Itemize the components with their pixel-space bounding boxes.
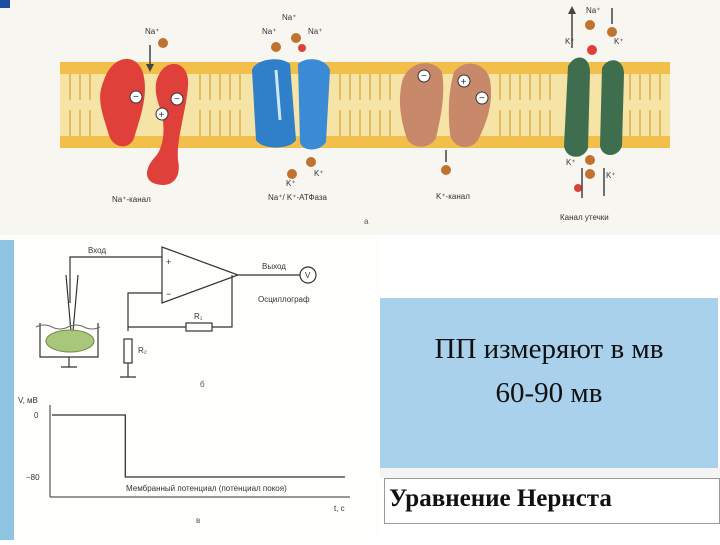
panel-letter-b: б — [200, 380, 205, 389]
y-tick-zero: 0 — [34, 411, 39, 420]
ground-wire — [120, 363, 136, 378]
sodium-ion-label: Na⁺ — [145, 27, 159, 36]
r2-label: R₂ — [138, 346, 147, 355]
positive-charge-sign: + — [159, 110, 165, 121]
feedback-return-wire — [212, 275, 233, 328]
sodium-potassium-pump: Na⁺ Na⁺ Na⁺ K⁺ K⁺ Na⁺/ K⁺-АТФаза — [252, 13, 330, 202]
negative-charge-sign: − — [421, 71, 427, 82]
resistor-r1 — [185, 322, 213, 332]
potassium-ion-icon — [607, 27, 617, 37]
sodium-channel-caption: Na⁺-канал — [112, 195, 151, 204]
nernst-equation-title: Уравнение Нернста — [389, 485, 612, 512]
y-axis-label: V, мВ — [18, 396, 38, 405]
potassium-ion-label: K⁺ — [566, 158, 576, 167]
potassium-ion-icon — [585, 155, 595, 165]
sodium-ion-icon — [291, 33, 301, 43]
leak-channel-caption: Канал утечки — [560, 213, 609, 222]
r1-label: R₁ — [194, 312, 203, 321]
potassium-ion-label: K⁺ — [314, 169, 324, 178]
positive-charge-icon — [155, 107, 169, 121]
potassium-channel-left-subunit — [399, 63, 444, 147]
potassium-channel-caption: K⁺-канал — [436, 192, 470, 201]
corner-mark — [0, 0, 10, 8]
arrowhead-icon — [146, 64, 154, 72]
feedback-wire — [127, 292, 162, 331]
potential-trace — [52, 414, 345, 478]
note-line-1: ПП измеряют в мв — [434, 333, 664, 365]
leak-channel-left-subunit — [564, 57, 590, 157]
membrane-diagram: − + − Na⁺ Na⁺-канал Na⁺ Na⁺ Na⁺ K⁺ K⁺ — [60, 6, 670, 226]
cell-shape — [45, 329, 95, 353]
amplifier-plus: + — [166, 257, 171, 267]
amplifier-triangle — [161, 246, 240, 304]
measurement-circuit-illustration: + − Вход Выход V Осциллограф R₁ R₂ б V, … — [0, 235, 380, 540]
solution-waves — [35, 324, 101, 330]
pump-highlight — [274, 69, 282, 121]
negative-charge-icon — [475, 91, 489, 105]
negative-charge-icon — [417, 69, 431, 83]
negative-charge-sign: − — [133, 92, 139, 103]
outer-head-row — [60, 62, 670, 74]
leak-channel-right-subunit — [600, 60, 624, 155]
negative-charge-icon — [129, 90, 143, 104]
potassium-ion-label: K⁺ — [286, 179, 296, 188]
sodium-channel: − + − Na⁺ Na⁺-канал — [100, 27, 189, 204]
membrane-potential-line — [52, 414, 345, 478]
amplifier-minus: − — [166, 289, 171, 299]
negative-charge-icon — [170, 92, 184, 106]
left-accent-strip — [0, 240, 14, 540]
leak-channel: Na⁺ K⁺ K⁺ K⁺ K⁺ Канал утечки — [560, 6, 624, 222]
potassium-ion-icon — [306, 157, 316, 167]
negative-charge-sign: − — [174, 94, 180, 105]
dish-ground — [61, 357, 77, 368]
voltmeter-symbol: V — [305, 271, 311, 280]
potassium-ion-icon — [287, 169, 297, 179]
lipid-tails — [69, 74, 661, 136]
resistor-r2 — [123, 338, 133, 364]
y-tick-minus-80: −80 — [26, 473, 40, 482]
trace-label: Мембранный потенциал (потенциал покоя) — [126, 484, 287, 493]
x-axis-label: t, с — [334, 504, 345, 513]
potassium-ion-icon — [585, 20, 595, 30]
sodium-ion-label: Na⁺ — [586, 6, 600, 15]
background-strip — [380, 468, 720, 478]
circuit-diagram: + − Вход Выход V Осциллограф R₁ R₂ б V, … — [18, 246, 350, 525]
pump-caption: Na⁺/ K⁺-АТФаза — [268, 193, 328, 202]
potassium-channel: − + − K⁺-канал — [399, 63, 492, 201]
panel-letter-v: в — [196, 516, 200, 525]
potassium-ion-icon — [585, 169, 595, 179]
positive-charge-icon — [457, 74, 471, 88]
potassium-ion-label: K⁺ — [565, 37, 575, 46]
membrane-illustration: − + − Na⁺ Na⁺-канал Na⁺ Na⁺ Na⁺ K⁺ K⁺ — [0, 0, 720, 235]
sodium-ion-label: Na⁺ — [262, 27, 276, 36]
input-wire — [69, 256, 162, 303]
sodium-ion-icon — [158, 38, 168, 48]
sodium-ion-label: Na⁺ — [282, 13, 296, 22]
potassium-ion-icon — [441, 165, 451, 175]
sodium-channel-left-subunit — [100, 58, 145, 147]
panel-letter-a: a — [364, 217, 369, 226]
note-line-2: 60-90 мв — [495, 377, 603, 409]
sodium-ion-label: Na⁺ — [308, 27, 322, 36]
inner-head-row — [60, 136, 670, 148]
sodium-ion-icon — [298, 44, 306, 52]
sodium-ion-icon — [271, 42, 281, 52]
arrowhead-icon — [568, 6, 576, 14]
nernst-equation-box: Уравнение Нернста — [384, 478, 720, 524]
negative-charge-sign: − — [479, 93, 485, 104]
resting-potential-graph: V, мВ 0 −80 t, с Мембранный потенциал (п… — [18, 396, 350, 525]
pump-right-subunit — [298, 59, 330, 150]
resting-potential-note: ПП измеряют в мв 60-90 мв — [380, 298, 718, 468]
input-label: Вход — [88, 246, 106, 255]
sodium-ion-icon — [574, 184, 582, 192]
circuit-wires — [39, 246, 317, 378]
voltmeter-circle — [299, 266, 317, 284]
output-label: Выход — [262, 262, 286, 271]
sodium-ion-icon — [587, 45, 597, 55]
pump-left-subunit — [252, 59, 296, 148]
oscilloscope-label: Осциллограф — [258, 295, 310, 304]
potassium-ion-label: K⁺ — [614, 37, 624, 46]
potassium-ion-label: K⁺ — [606, 171, 616, 180]
positive-charge-sign: + — [461, 77, 467, 88]
